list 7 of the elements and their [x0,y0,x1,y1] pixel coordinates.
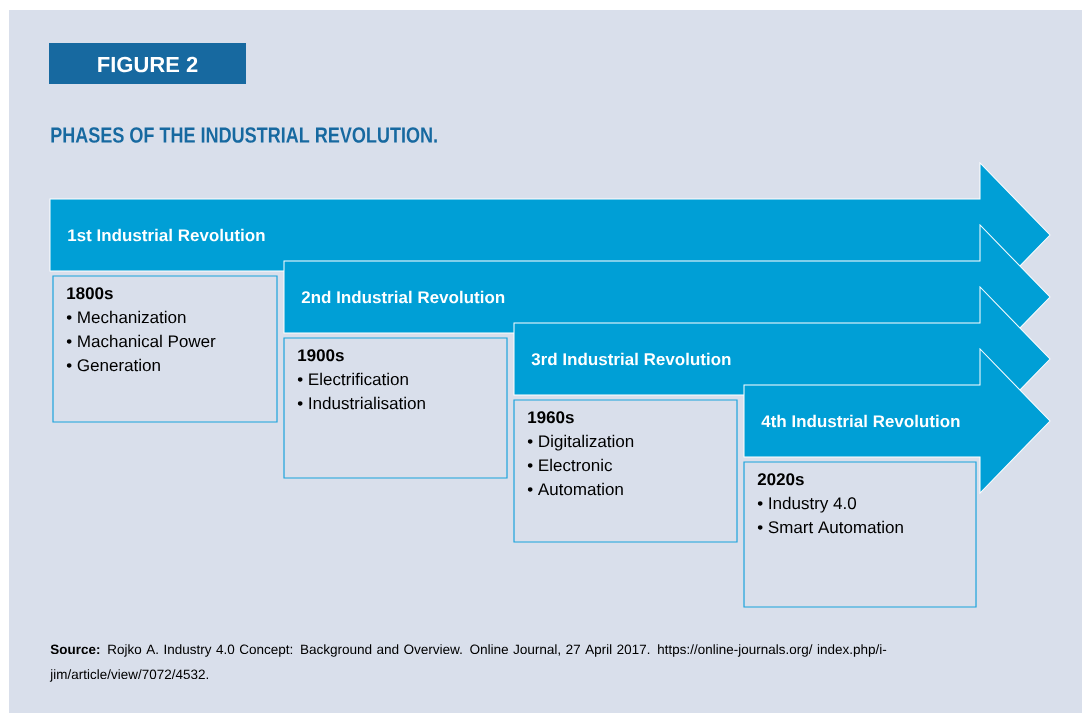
text-box: 1960s • Digitalization • Electronic • Automation [513,399,738,543]
heading: PHASES OF THE INDUSTRIAL REVOLUTION. [51,127,437,143]
text-box: 1800s • Mechanization • Machanical Power • Generation [52,275,278,423]
figure-badge: FIGURE 2 [49,43,246,84]
source-note: Source: Rojko A. Industry 4.0 Concept: Background and Overview. Online Journal, 27 April 2017. https://online-journals.org/ index.php/i-jim/article/view/7072/4532. [49,644,887,682]
text-box: 2020s • Industry 4.0 • Smart Automation [743,461,977,608]
text-box: 1900s • Electrification • Industrialisation [283,337,508,479]
